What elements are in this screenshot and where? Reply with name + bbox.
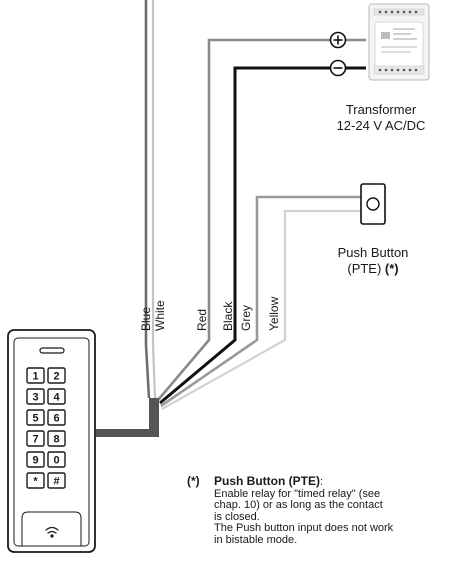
footnote-line: is closed. (214, 510, 260, 523)
keypad-key-8: 8 (47, 430, 66, 447)
wire-label-blue: Blue (139, 307, 153, 331)
transformer-label: Transformer 12-24 V AC/DC (322, 102, 440, 134)
keypad-key-6: 6 (47, 409, 66, 426)
footnote-title: Push Button (PTE) (214, 474, 320, 488)
keypad-key-star: * (26, 472, 45, 489)
push-button-label-mark: (*) (384, 261, 399, 276)
footnote-line: Enable relay for "timed relay" (see (214, 487, 381, 500)
keypad-key-label: 7 (32, 434, 38, 446)
keypad-cable-riser (149, 398, 159, 437)
keypad-key-label: * (33, 476, 38, 488)
keypad-keys: 1 2 3 4 5 6 7 8 9 0 * # (26, 367, 66, 489)
wire-red (157, 38, 331, 401)
keypad-key-9: 9 (26, 451, 45, 468)
wire-label-white: White (153, 300, 167, 331)
transformer-device (368, 3, 430, 81)
wire-blue (144, 0, 151, 399)
keypad-key-label: 8 (53, 434, 59, 446)
wire-black (159, 66, 331, 405)
keypad-key-hash: # (47, 472, 66, 489)
wire-white (151, 0, 157, 399)
push-button-icon (360, 183, 386, 225)
wire-label-black: Black (221, 301, 235, 331)
keypad-key-3: 3 (26, 388, 45, 405)
keypad-key-label: 5 (32, 413, 38, 425)
keypad-key-label: 0 (53, 455, 59, 467)
keypad-key-label: 6 (53, 413, 59, 425)
push-button-label: Push Button (PTE) (*) (318, 245, 428, 277)
minus-terminal-icon (329, 59, 347, 77)
keypad-led-slot (39, 347, 65, 354)
transformer-label-line1: Transformer (345, 102, 417, 117)
push-button-label-line2: (PTE) (*) (318, 261, 428, 277)
footnote-body: Push Button (PTE): Enable relay for "tim… (214, 474, 449, 546)
plus-terminal-icon (329, 31, 347, 49)
push-button-label-text: (PTE) (347, 261, 385, 276)
wire-label-grey: Grey (239, 305, 253, 331)
keypad-key-label: # (53, 476, 59, 488)
footnote-mark: (*) (187, 474, 200, 488)
keypad-key-label: 9 (32, 455, 38, 467)
push-button-label-line1: Push Button (337, 245, 409, 260)
footnote-line: chap. 10) or as long as the contact (214, 499, 383, 511)
wire-grey (160, 195, 361, 408)
wire-label-red: Red (195, 309, 209, 331)
keypad-key-label: 3 (32, 392, 38, 404)
keypad-cable (96, 429, 157, 437)
transformer-label-line2: 12-24 V AC/DC (336, 118, 426, 133)
keypad-key-5: 5 (26, 409, 45, 426)
keypad-key-label: 4 (53, 392, 60, 404)
footnote-line: The Push button input does not work (214, 522, 394, 534)
keypad-key-0: 0 (47, 451, 66, 468)
footnote-title-suffix: : (319, 476, 324, 488)
keypad-key-4: 4 (47, 388, 66, 405)
footnote-line: in bistable mode. (214, 533, 298, 546)
keypad-key-label: 2 (53, 371, 59, 383)
wire-yellow (161, 209, 361, 410)
keypad-key-2: 2 (47, 367, 66, 384)
keypad-key-7: 7 (26, 430, 45, 447)
keypad-key-label: 1 (32, 371, 38, 383)
wire-label-yellow: Yellow (267, 296, 281, 331)
contactless-icon (45, 526, 59, 538)
keypad-key-1: 1 (26, 367, 45, 384)
